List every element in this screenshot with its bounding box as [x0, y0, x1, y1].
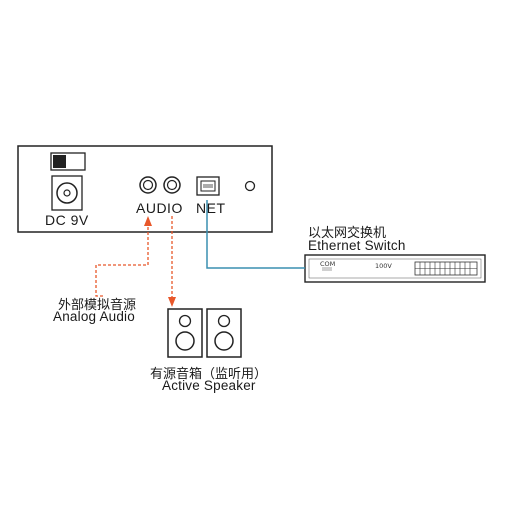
- indicator-icon: [244, 180, 256, 192]
- switch-speed-label: 100V: [375, 262, 392, 270]
- audio-in-arrow-icon: [144, 216, 152, 226]
- speaker-right-icon: [206, 308, 242, 358]
- analog-audio-label-en: Analog Audio: [53, 309, 135, 324]
- ethernet-switch-box: [304, 254, 486, 283]
- speaker-label-en: Active Speaker: [162, 378, 256, 393]
- speaker-left-icon: [167, 308, 203, 358]
- audio-jack-right-icon: [163, 176, 181, 194]
- switch-title-zh: 以太网交换机: [308, 226, 387, 241]
- audio-jack-left-icon: [139, 176, 157, 194]
- switch-title-en: Ethernet Switch: [308, 238, 406, 253]
- power-label: DC 9V: [45, 212, 89, 228]
- analog-audio-line: [95, 226, 149, 297]
- switch-port-array: [414, 261, 478, 276]
- power-switch-icon: [50, 152, 86, 171]
- switch-com-label: COM: [320, 260, 336, 268]
- rj45-port-icon: [196, 176, 220, 196]
- network-cable-line: [206, 200, 305, 269]
- speaker-label-zh: 有源音箱（监听用）: [150, 367, 268, 382]
- dc-jack-icon: [51, 175, 83, 211]
- analog-audio-label-zh: 外部模拟音源: [58, 298, 137, 313]
- audio-out-arrow-icon: [168, 297, 176, 307]
- audio-label: AUDIO: [136, 200, 183, 216]
- net-label: NET: [196, 200, 226, 216]
